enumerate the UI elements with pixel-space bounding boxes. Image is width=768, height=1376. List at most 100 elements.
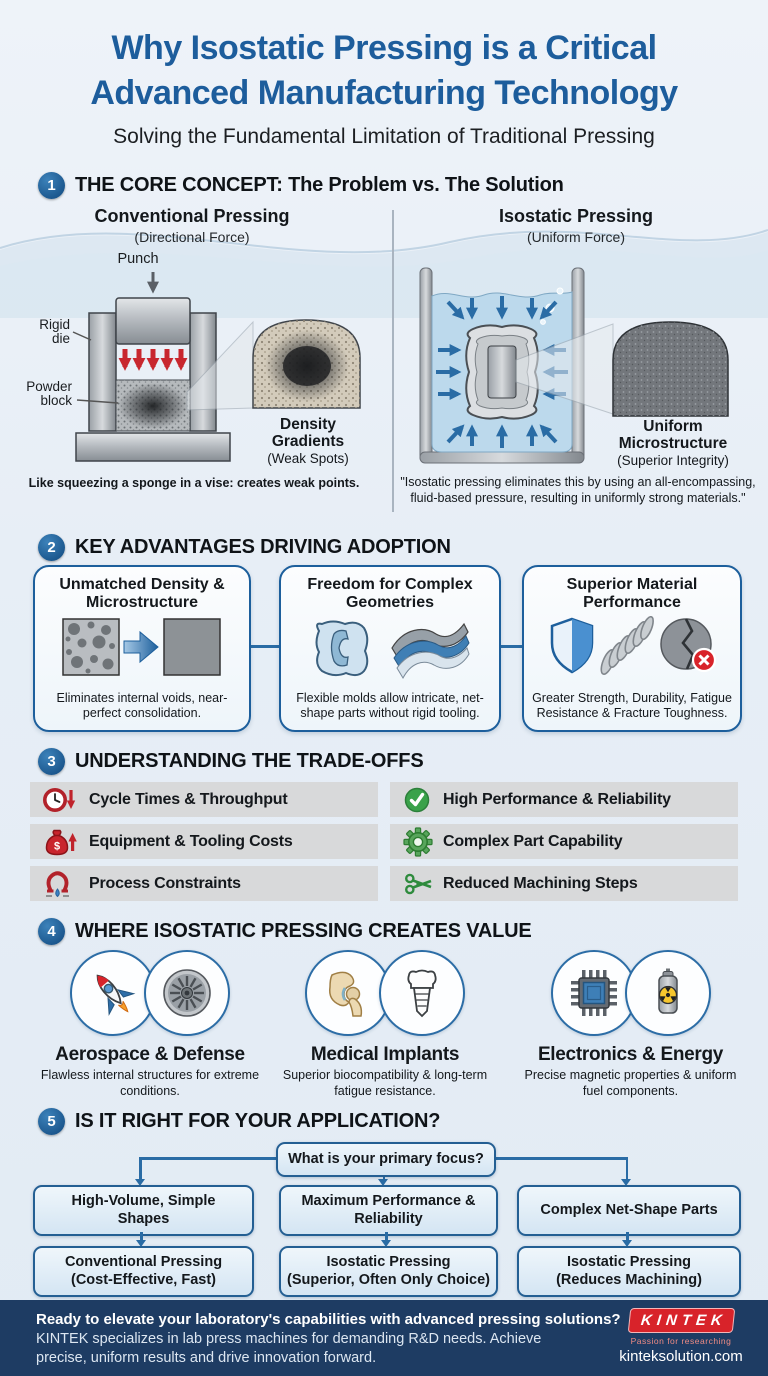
section2-number-badge: 2	[38, 534, 65, 561]
card-connector-line	[247, 645, 279, 648]
section4-number-badge: 4	[38, 918, 65, 945]
advantage-card-caption: Flexible molds allow intricate, net-shap…	[296, 690, 484, 720]
weak-spots-note: (Weak Spots)	[267, 451, 349, 466]
footer: Ready to elevate your laboratory's capab…	[0, 1300, 768, 1376]
core-concept-section: Conventional Pressing (Directional Force…	[0, 200, 768, 532]
tradeoff-label: Process Constraints	[89, 874, 241, 892]
fuel-rod-icon	[624, 950, 711, 1036]
porous-to-dense-icon	[35, 616, 249, 678]
page-title-line2: Advanced Manufacturing Technology	[90, 73, 678, 112]
clock-down-arrow-icon	[43, 787, 76, 812]
tradeoff-label: Reduced Machining Steps	[443, 874, 638, 892]
brand-block: KINTEK Passion for researching kinteksol…	[606, 1308, 756, 1365]
isostatic-caption: "Isostatic pressing eliminates this by u…	[400, 475, 756, 505]
decision-flowchart: What is your primary focus? High-Volume,…	[0, 1142, 768, 1300]
isostatic-subtitle: (Uniform Force)	[526, 229, 625, 245]
flow-answer-isostatic-complex: Isostatic Pressing (Reduces Machining)	[517, 1246, 741, 1297]
flow-connector	[140, 1232, 143, 1241]
advantage-card-title: Freedom for Complex Geometries	[307, 576, 473, 612]
chip-icon	[550, 950, 637, 1036]
flow-connector	[139, 1157, 142, 1179]
section1-header: 1 THE CORE CONCEPT: The Problem vs. The …	[38, 172, 564, 199]
industry-caption: Superior biocompatibility & long-term fa…	[282, 1068, 488, 1098]
section1-number-badge: 1	[38, 172, 65, 199]
card-connector-line	[497, 645, 522, 648]
dental-implant-icon	[379, 950, 465, 1036]
section5-header: 5 IS IT RIGHT FOR YOUR APPLICATION?	[38, 1108, 440, 1135]
page-title: Why Isostatic Pressing is a Critical Adv…	[24, 26, 744, 116]
vertical-divider	[392, 210, 394, 512]
advantage-card-geometry: Freedom for Complex Geometries Flexible …	[279, 565, 501, 732]
flow-focus-complex: Complex Net-Shape Parts	[517, 1185, 741, 1236]
tradeoff-label: Cycle Times & Throughput	[89, 790, 288, 808]
brand-website-link[interactable]: kinteksolution.com	[619, 1348, 743, 1365]
tradeoff-label: High Performance & Reliability	[443, 790, 671, 808]
rocket-icon	[70, 950, 156, 1036]
section3-number-badge: 3	[38, 748, 65, 775]
advantage-card-caption: Eliminates internal voids, near-perfect …	[56, 690, 228, 720]
page-subtitle: Solving the Fundamental Limitation of Tr…	[113, 125, 655, 148]
powder-block-label: Powder block	[26, 379, 72, 409]
flow-arrowhead	[621, 1240, 632, 1247]
flow-connector	[140, 1157, 276, 1160]
shield-spring-fracture-icon	[524, 615, 740, 676]
tradeoff-pro-row: High Performance & Reliability	[390, 782, 738, 817]
flow-answer-conventional: Conventional Pressing (Cost-Effective, F…	[33, 1246, 254, 1297]
footer-headline: Ready to elevate your laboratory's capab…	[36, 1311, 621, 1328]
flow-answer-isostatic-performance: Isostatic Pressing (Superior, Often Only…	[279, 1246, 498, 1297]
tradeoff-pro-row: Complex Part Capability	[390, 824, 738, 859]
gear-icon	[403, 826, 433, 857]
tradeoff-label: Complex Part Capability	[443, 832, 623, 850]
isostatic-press-diagram	[419, 267, 729, 464]
flow-connector	[492, 1157, 627, 1160]
section3-heading: UNDERSTANDING THE TRADE-OFFS	[75, 750, 424, 772]
industry-medical: Medical Implants Superior biocompatibili…	[275, 950, 495, 1099]
industry-title: Electronics & Energy	[537, 1044, 724, 1065]
check-circle-icon	[404, 787, 430, 812]
advantage-card-title: Superior Material Performance	[566, 576, 698, 612]
conventional-subtitle: (Directional Force)	[134, 229, 250, 245]
advantage-card-density: Unmatched Density & Microstructure Elimi…	[33, 565, 251, 732]
advantage-card-performance: Superior Material Performance Grea	[522, 565, 742, 732]
flow-arrowhead	[621, 1179, 631, 1186]
section4-heading: WHERE ISOSTATIC PRESSING CREATES VALUE	[75, 920, 532, 942]
conventional-caption: Like squeezing a sponge in a vise: creat…	[28, 476, 360, 490]
wet-bag-droplet-icon	[46, 870, 69, 897]
punch-label: Punch	[117, 251, 159, 267]
industry-title: Aerospace & Defense	[55, 1044, 245, 1065]
kintek-logo: KINTEK	[627, 1308, 735, 1333]
isostatic-title: Isostatic Pressing	[498, 206, 654, 226]
flow-connector	[626, 1232, 629, 1241]
industry-electronics: Electronics & Energy Precise magnetic pr…	[513, 950, 748, 1099]
advantage-card-caption: Greater Strength, Durability, Fatigue Re…	[532, 690, 732, 720]
brand-tagline: Passion for researching	[630, 1336, 732, 1346]
section5-number-badge: 5	[38, 1108, 65, 1135]
section2-heading: KEY ADVANTAGES DRIVING ADOPTION	[75, 536, 451, 558]
superior-integrity-note: (Superior Integrity)	[617, 453, 729, 468]
flow-arrowhead	[135, 1240, 146, 1247]
tradeoff-con-row: Process Constraints	[30, 866, 378, 901]
flexible-molds-icon	[281, 616, 499, 682]
flow-connector	[625, 1157, 628, 1179]
svg-text:$: $	[54, 840, 60, 852]
flow-root-question: What is your primary focus?	[276, 1142, 496, 1177]
tradeoff-pro-row: Reduced Machining Steps	[390, 866, 738, 901]
tradeoff-con-row: Cycle Times & Throughput	[30, 782, 378, 817]
industry-title: Medical Implants	[310, 1044, 460, 1065]
page-title-line1: Why Isostatic Pressing is a Critical	[111, 29, 657, 67]
flow-focus-performance: Maximum Performance & Reliability	[279, 1185, 498, 1236]
flow-arrowhead	[380, 1240, 391, 1247]
scissors-icon	[405, 873, 432, 894]
flow-arrowhead	[378, 1179, 388, 1186]
conventional-press-diagram	[72, 272, 361, 462]
flow-focus-high-volume: High-Volume, Simple Shapes	[33, 1185, 254, 1236]
tradeoffs-grid: Cycle Times & Throughput High Performanc…	[30, 782, 738, 901]
tradeoff-label: Equipment & Tooling Costs	[89, 832, 293, 850]
section2-header: 2 KEY ADVANTAGES DRIVING ADOPTION	[38, 534, 451, 561]
rigid-die-label: Rigid die	[39, 317, 70, 347]
industry-caption: Flawless internal structures for extreme…	[40, 1068, 260, 1098]
advantage-card-title: Unmatched Density & Microstructure	[59, 576, 225, 612]
conventional-title: Conventional Pressing	[94, 206, 290, 226]
section3-header: 3 UNDERSTANDING THE TRADE-OFFS	[38, 748, 424, 775]
